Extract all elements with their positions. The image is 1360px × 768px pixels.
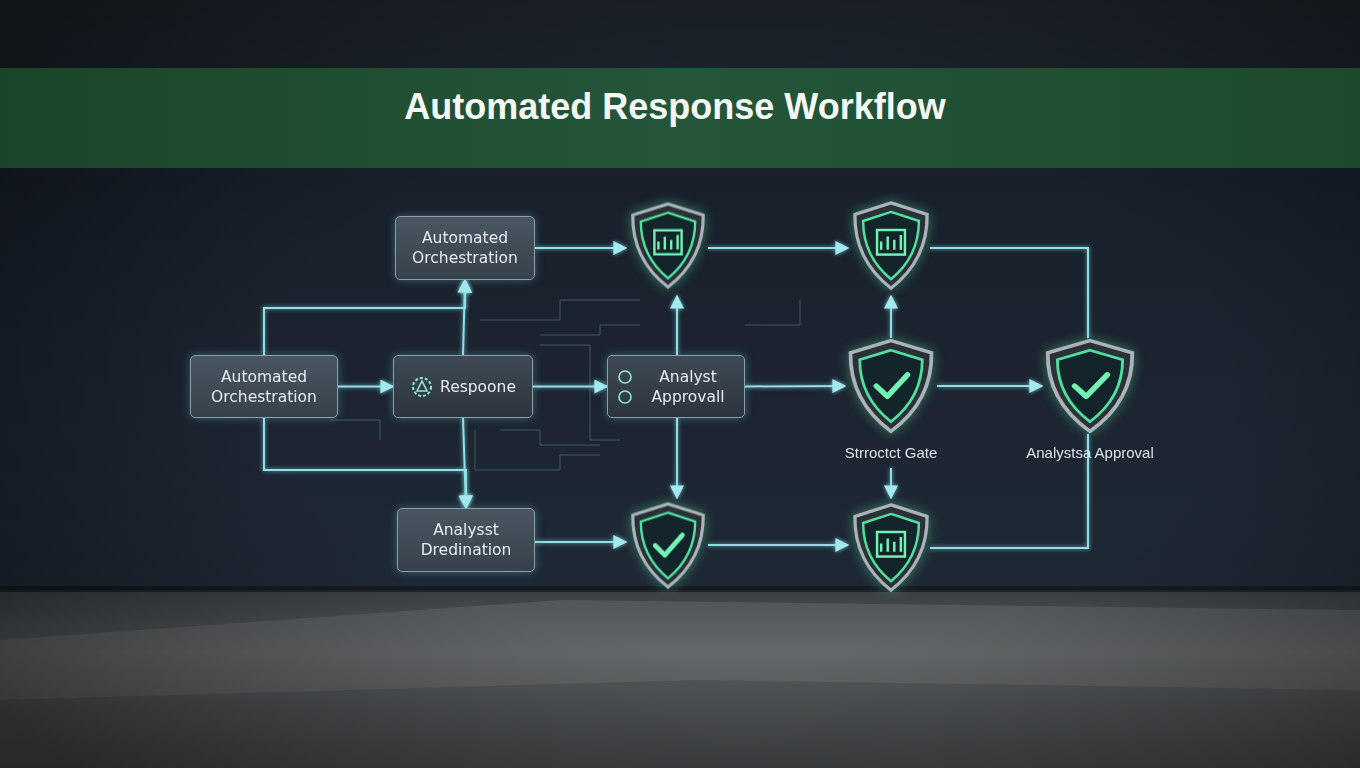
trace (475, 430, 600, 470)
wire (930, 248, 1088, 338)
shield-icon (855, 505, 927, 590)
flow-connector (937, 385, 1042, 387)
flow-connector (745, 385, 845, 388)
trace (330, 420, 380, 440)
circuit-traces (330, 300, 800, 470)
shield-node: Analystsa Approval (1042, 338, 1138, 434)
gear-ring (413, 378, 431, 396)
status-icons (616, 367, 634, 407)
box-label: Analyst Approvall (640, 367, 736, 407)
shield-label: Analystsa Approval (1026, 444, 1154, 461)
wire (535, 247, 626, 249)
gear-icon (410, 375, 434, 399)
wire (676, 418, 678, 498)
wire (708, 544, 848, 546)
shield-shape (851, 341, 932, 432)
shield-icon (855, 203, 927, 288)
wire (676, 296, 678, 355)
status-dot (619, 371, 631, 383)
process-box: Automated Orchestration (190, 355, 338, 418)
shield-outline (1042, 338, 1138, 434)
diagram-title: Automated Response Workflow (404, 86, 945, 128)
wire (890, 468, 892, 498)
gear-mark (417, 381, 427, 391)
shield-outline (845, 338, 937, 434)
process-box: Analyst Approvall (607, 355, 745, 418)
flow-connector (264, 418, 466, 508)
wire (535, 541, 626, 543)
trace (540, 325, 640, 335)
layout-wires (535, 248, 1088, 548)
wire (708, 247, 848, 249)
box-label: Automated Orchestration (199, 367, 329, 407)
box-label: Respoone (440, 377, 516, 397)
title-band: Automated Response Workflow (0, 68, 1360, 168)
box-label: Automated Orchestration (404, 228, 526, 268)
flow-connector (338, 386, 393, 388)
trace (480, 300, 640, 320)
shield-icon (633, 204, 703, 287)
shield-node: Strroctct Gate (845, 338, 937, 434)
box-label: Analysst Dredination (406, 520, 526, 560)
process-box: Analysst Dredination (397, 508, 535, 572)
flow-connector (463, 418, 466, 508)
wire (890, 296, 892, 338)
shield-shape (1048, 341, 1133, 432)
shield-label: Strroctct Gate (845, 444, 938, 461)
flow-connector (264, 280, 465, 355)
status-dot (619, 391, 631, 403)
process-box: Automated Orchestration (395, 216, 535, 280)
flow-connector (533, 386, 607, 388)
process-box: Respoone (393, 355, 533, 418)
trace (500, 430, 600, 445)
flow-connector (463, 280, 465, 355)
trace (745, 300, 800, 325)
shield-icon (633, 504, 703, 587)
